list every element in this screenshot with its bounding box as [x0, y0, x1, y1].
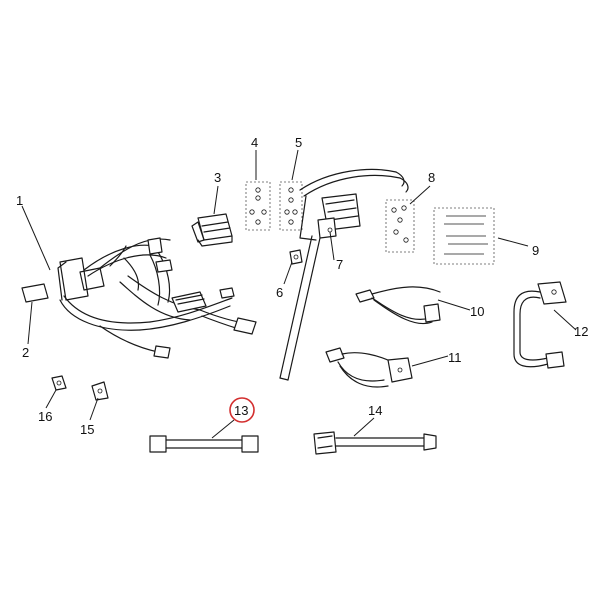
callout-5: 5: [295, 135, 302, 150]
callout-4: 4: [251, 135, 258, 150]
connector-housing[interactable]: [191, 213, 233, 247]
grommet-16[interactable]: [51, 375, 67, 391]
callout-3: 3: [214, 170, 221, 185]
callout-16: 16: [38, 409, 52, 424]
connector-cable-14[interactable]: [313, 431, 437, 455]
callout-6: 6: [276, 285, 283, 300]
terminal-card-5[interactable]: [279, 181, 303, 231]
callout-13: 13: [234, 403, 248, 418]
callout-14: 14: [368, 403, 382, 418]
jumper-cable-13[interactable]: [149, 435, 259, 453]
callout-7: 7: [336, 257, 343, 272]
handlebar-harness[interactable]: [279, 168, 409, 381]
callout-8: 8: [428, 170, 435, 185]
callout-15: 15: [80, 422, 94, 437]
highlight-ring-13: [229, 397, 255, 423]
callout-12: 12: [574, 324, 588, 339]
main-harness[interactable]: [21, 237, 257, 359]
loop-cable-12[interactable]: [513, 281, 567, 369]
cable-10[interactable]: [355, 286, 441, 325]
callout-10: 10: [470, 304, 484, 319]
terminal-card-8[interactable]: [385, 199, 415, 253]
callout-labels: 1 2 3 4 5 6 7 8 9 10 11 12 13 14 15 16: [16, 135, 588, 437]
switch-cable-11[interactable]: [325, 347, 413, 388]
terminal-card-4[interactable]: [245, 181, 271, 231]
leader-lines: [21, 149, 577, 439]
callout-2: 2: [22, 345, 29, 360]
pin-sheet-9[interactable]: [433, 207, 495, 265]
clip-6[interactable]: [289, 249, 303, 265]
callout-11: 11: [448, 350, 462, 365]
clip-15[interactable]: [91, 381, 109, 401]
callout-1: 1: [16, 193, 23, 208]
callout-9: 9: [532, 243, 539, 258]
